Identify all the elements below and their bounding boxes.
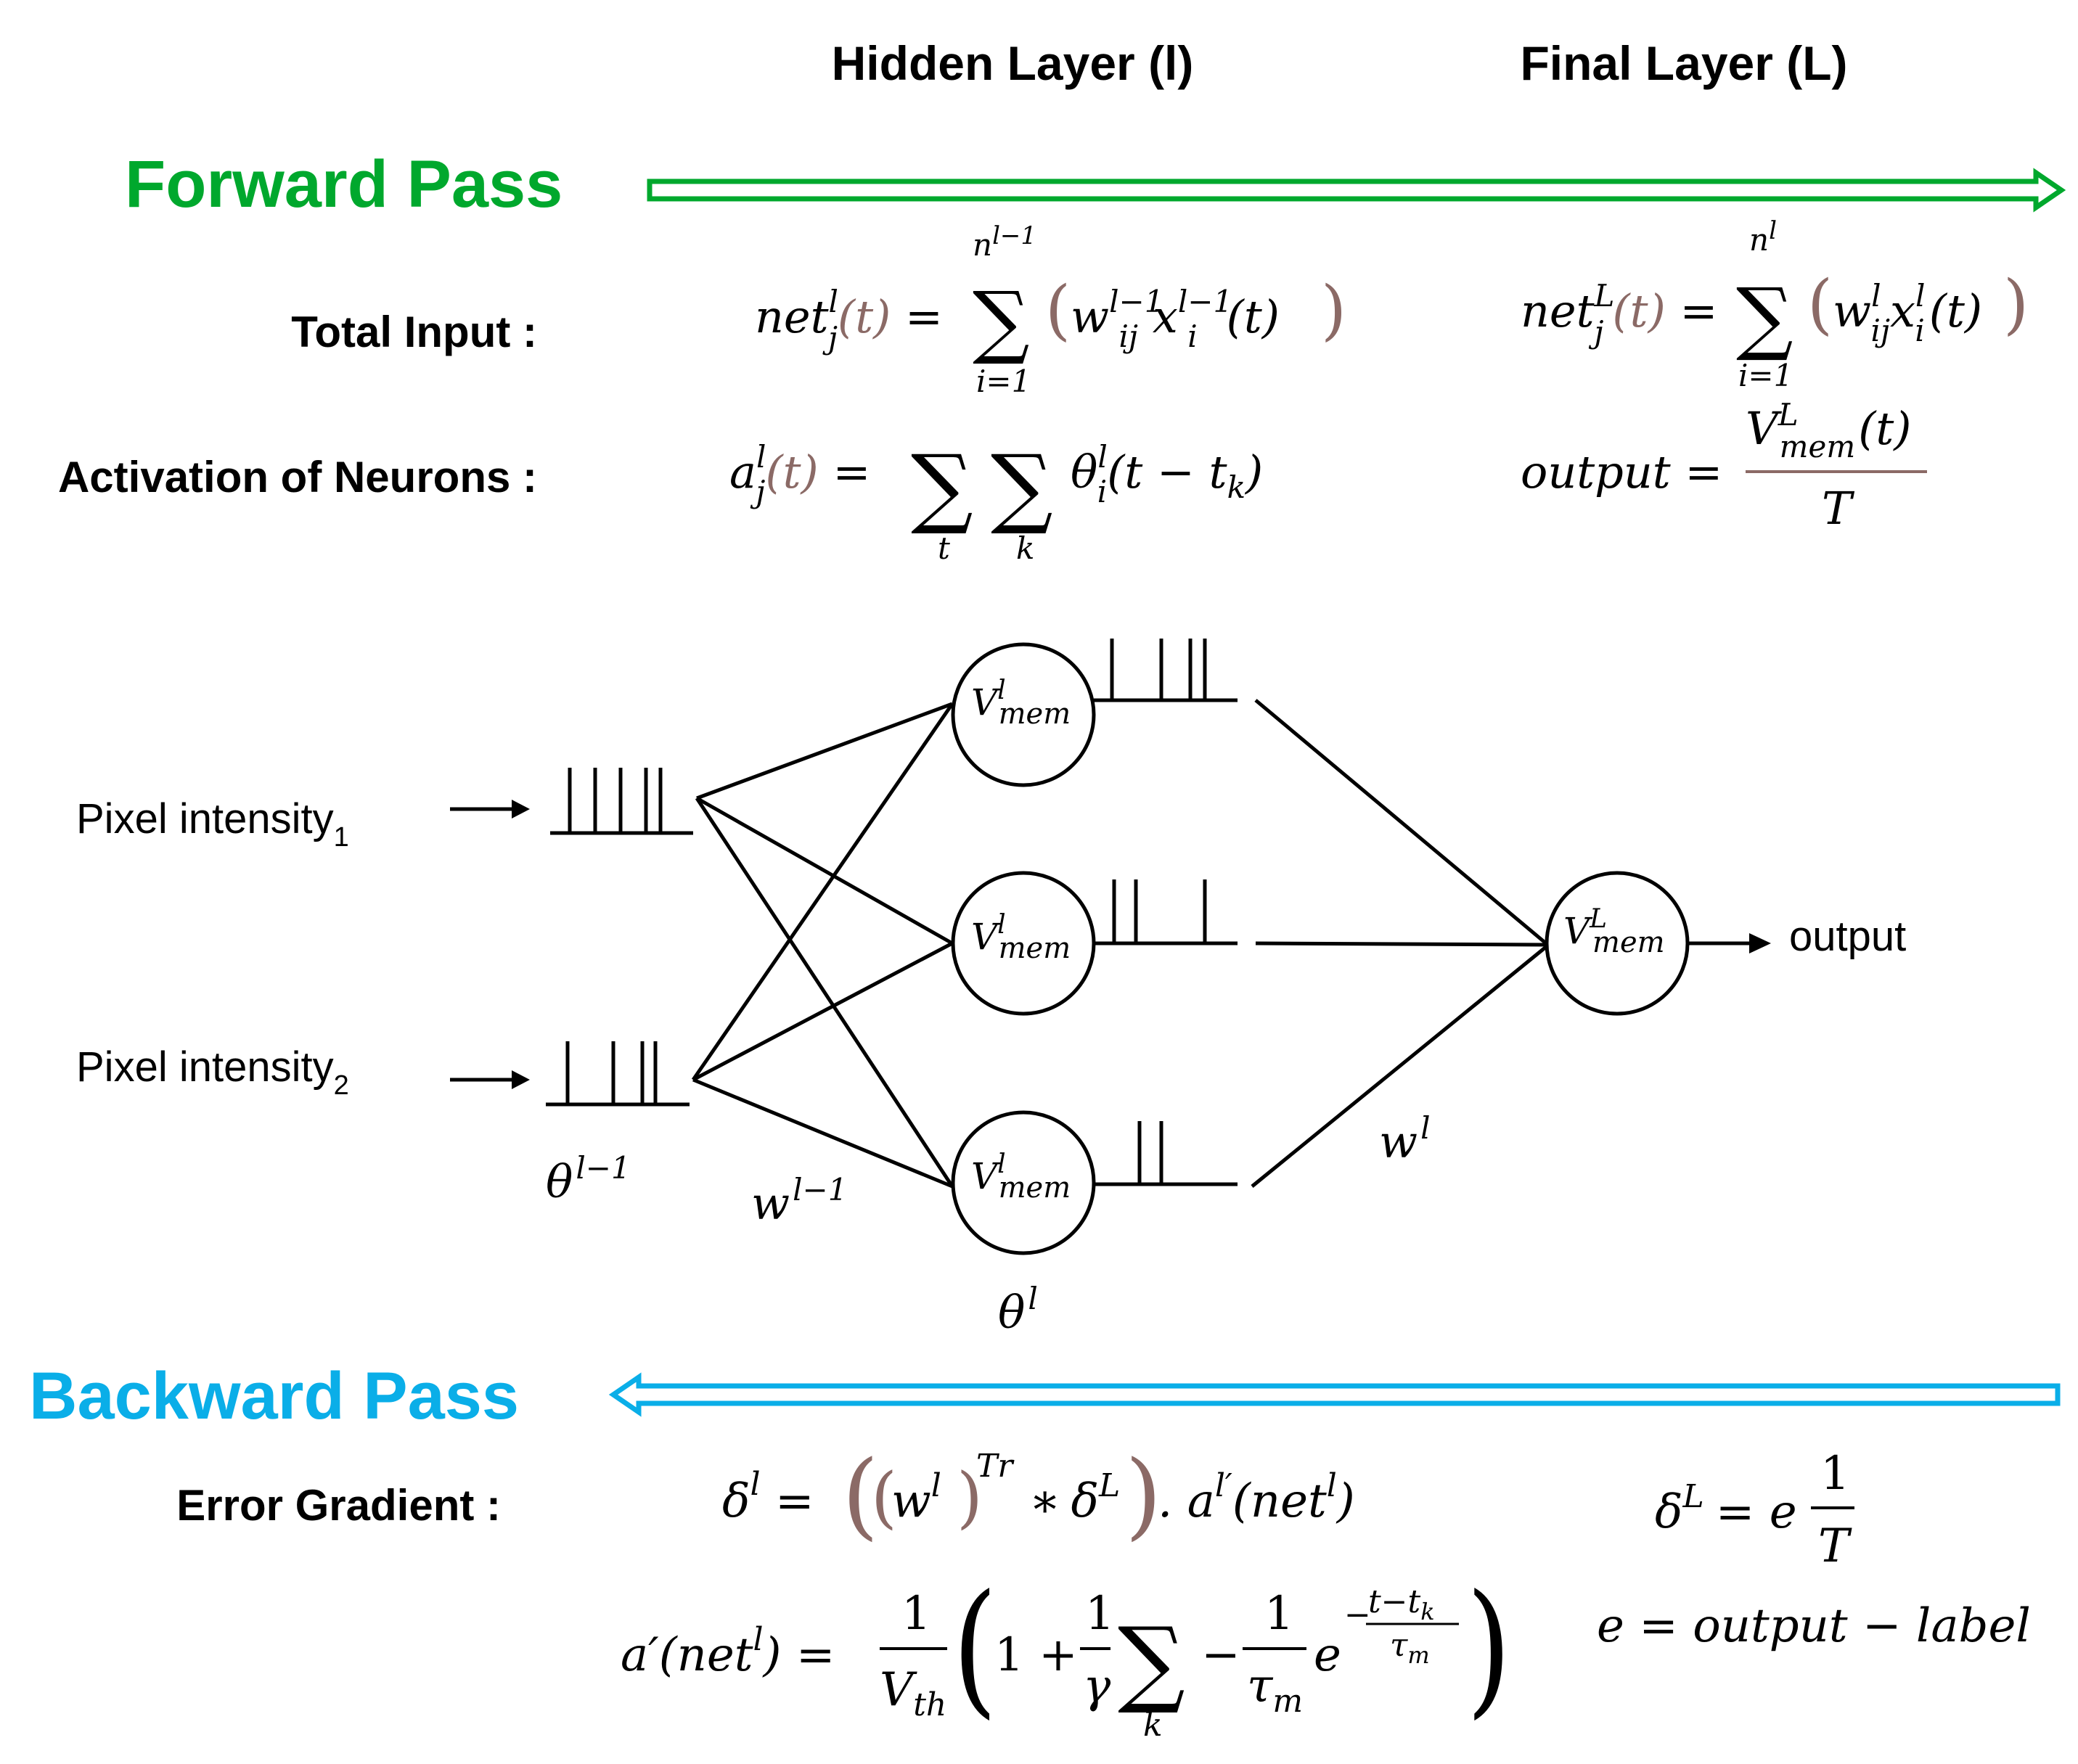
weight-prev-label: wl−1 (751, 1172, 847, 1230)
input-label-2: Pixel intensity2 (76, 1043, 349, 1101)
svg-text:T: T (1818, 1519, 1852, 1573)
svg-text:(: ( (1807, 266, 1833, 342)
svg-text:1: 1 (1264, 1587, 1294, 1641)
svg-text:1: 1 (1820, 1447, 1850, 1501)
svg-text:δL= e: δL= e (1655, 1478, 1797, 1539)
output-label: output (1789, 913, 1906, 960)
equation-error: e = output − label (1597, 1599, 2031, 1653)
theta-curr-label: θl (998, 1281, 1038, 1339)
svg-text:τm: τm (1247, 1660, 1303, 1720)
svg-text:τm: τm (1390, 1627, 1430, 1669)
svg-text:∑: ∑ (991, 437, 1053, 538)
weight-curr-label: wl (1379, 1110, 1431, 1168)
svg-text:alj(t) =: alj(t) = (729, 439, 870, 509)
svg-text:a′(netl) =: a′(netl) = (621, 1621, 835, 1682)
svg-text:i=1: i=1 (976, 364, 1031, 399)
svg-text:(: ( (1045, 272, 1071, 348)
svg-text:): ) (2003, 266, 2029, 342)
svg-text:Vth: Vth (880, 1663, 946, 1723)
total-input-label: Total Input : (291, 308, 537, 356)
network (450, 639, 1771, 1255)
svg-text:δl =: δl = (722, 1466, 814, 1528)
svg-text:k: k (1143, 1707, 1163, 1744)
svg-text:): ) (957, 1459, 983, 1536)
svg-text:. al′(netl): . al′(netl) (1158, 1467, 1355, 1528)
svg-text:∗δL: ∗δL (1029, 1467, 1120, 1528)
backward-arrow (608, 1372, 2061, 1417)
svg-text:1: 1 (901, 1587, 931, 1641)
spike-train-input-1 (550, 768, 693, 835)
svg-text:−: − (1201, 1628, 1240, 1682)
hidden-neuron-1 (951, 642, 1096, 787)
theta-prev-label: θl−1 (546, 1150, 631, 1208)
svg-text:γ: γ (1083, 1660, 1111, 1713)
final-layer-header: Final Layer (L) (1520, 36, 1847, 90)
error-gradient-label: Error Gradient : (176, 1481, 501, 1530)
input-label-1: Pixel intensity1 (76, 795, 349, 853)
backward-pass-title: Backward Pass (29, 1359, 519, 1433)
svg-text:T: T (1822, 482, 1855, 535)
spike-train-hidden-3 (1094, 1121, 1238, 1186)
svg-text:nl−1: nl−1 (973, 221, 1036, 263)
svg-text:(: ( (871, 1459, 897, 1536)
svg-text:∑: ∑ (973, 274, 1030, 367)
hidden-layer-header: Hidden Layer (l) (832, 36, 1194, 90)
forward-pass-title: Forward Pass (125, 147, 563, 221)
equation-aprime: a′(netl) = 1 Vth ( 1 + 1 γ ∑ k − 1 τm e … (621, 1563, 1511, 1744)
svg-text:i=1: i=1 (1738, 358, 1793, 393)
svg-text:(: ( (842, 1440, 879, 1550)
spike-train-hidden-2 (1094, 879, 1238, 945)
svg-text:−: − (1344, 1596, 1371, 1633)
svg-text:1: 1 (1085, 1587, 1115, 1641)
svg-text:): ) (1125, 1440, 1162, 1550)
svg-text:): ) (1321, 272, 1346, 348)
spike-train-hidden-1 (1094, 639, 1238, 702)
svg-text:t−tk: t−tk (1368, 1583, 1435, 1625)
forward-arrow (647, 168, 2066, 213)
equation-delta-final: δL= e 1 T (1655, 1447, 1854, 1573)
svg-text:t: t (938, 530, 950, 566)
svg-text:k: k (1016, 530, 1034, 566)
svg-text:1 +: 1 + (994, 1628, 1078, 1682)
svg-text:Tr: Tr (976, 1448, 1015, 1485)
svg-text:∑: ∑ (1736, 271, 1793, 364)
svg-text:): ) (1466, 1563, 1511, 1732)
svg-text:e: e (1314, 1628, 1341, 1682)
svg-text:wl: wl (891, 1467, 941, 1528)
spike-train-input-2 (546, 1041, 690, 1107)
svg-text:θli(t − tk): θli(t − tk) (1071, 439, 1263, 509)
equation-delta-hidden: δl = ( ( wl ) Tr ∗δL ) . al′(netl) (722, 1440, 1355, 1550)
svg-text:∑: ∑ (911, 437, 973, 538)
svg-text:nl: nl (1749, 216, 1777, 258)
activation-label: Activation of Neurons : (58, 453, 537, 501)
svg-text:∑: ∑ (1118, 1607, 1185, 1717)
svg-text:(: ( (952, 1563, 997, 1732)
svg-text:output =: output = (1521, 446, 1722, 499)
